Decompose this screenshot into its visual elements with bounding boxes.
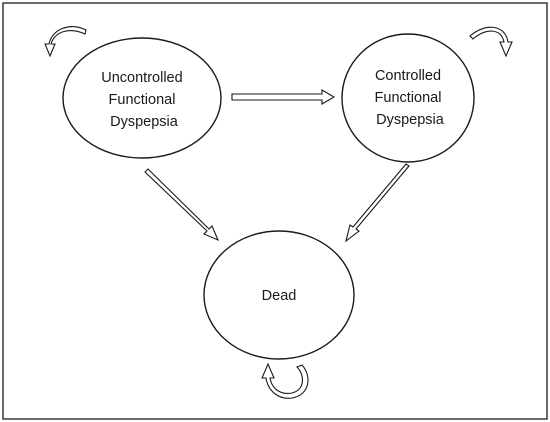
transition-arrow-controlled-to-dead — [345, 163, 410, 243]
self-loop-arrow-controlled — [469, 26, 513, 58]
transition-arrow-uncontrolled-to-controlled — [231, 89, 336, 105]
state-uncontrolled-label-line-1: Uncontrolled — [101, 70, 182, 86]
state-uncontrolled-ellipse — [62, 37, 222, 159]
transition-arrow-uncontrolled-to-dead — [144, 168, 220, 242]
state-uncontrolled-label-line-3: Dyspepsia — [110, 114, 179, 130]
state-controlled-label-line-1: Controlled — [375, 68, 441, 84]
state-controlled-ellipse — [341, 33, 475, 163]
state-controlled-label-line-2: Functional — [375, 90, 442, 106]
self-loop-arrow-dead — [261, 362, 309, 399]
state-controlled-label: Controlled Functional Dyspepsia — [375, 68, 446, 128]
self-loop-arrow-uncontrolled — [44, 26, 87, 58]
state-controlled: Controlled Functional Dyspepsia — [341, 33, 475, 163]
state-uncontrolled-label-line-2: Functional — [109, 92, 176, 108]
state-dead: Dead — [203, 230, 355, 360]
state-uncontrolled: Uncontrolled Functional Dyspepsia — [62, 37, 222, 159]
state-uncontrolled-label: Uncontrolled Functional Dyspepsia — [101, 70, 186, 130]
state-controlled-label-line-3: Dyspepsia — [376, 112, 445, 128]
state-dead-label: Dead — [262, 288, 297, 304]
state-dead-ellipse — [203, 230, 355, 360]
